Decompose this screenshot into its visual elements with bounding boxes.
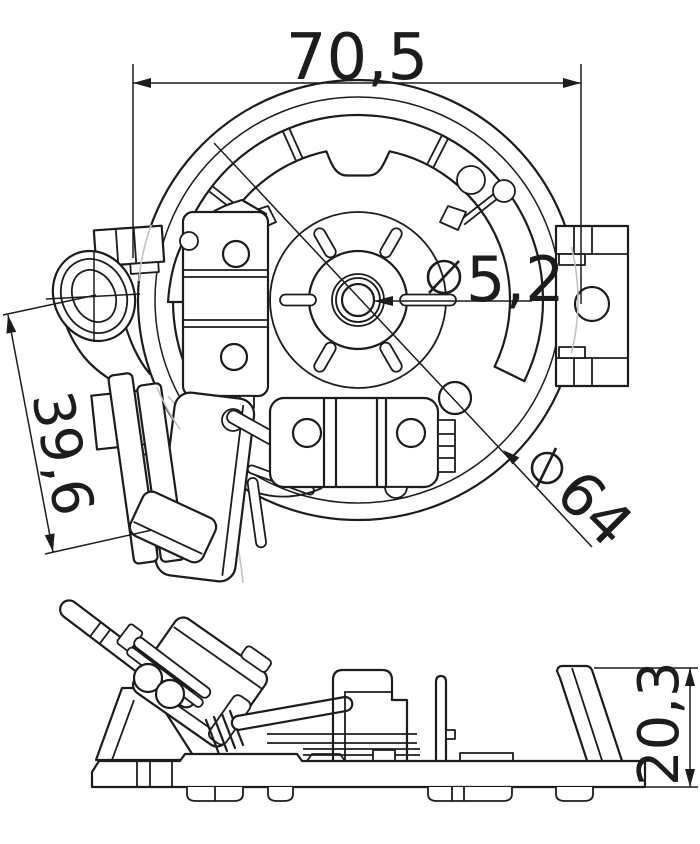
dimension-width-70-5: 70,5: [132, 21, 582, 304]
dim-text-shaft-hole: 5,2: [466, 243, 565, 316]
dimensions: 70,5 5,2 64 39,6: [2, 21, 698, 788]
slot-end-boss: [437, 380, 473, 416]
brush-box-bottom-hole-left: [291, 417, 323, 449]
lever-assembly: [45, 249, 256, 583]
diameter-symbol: [530, 451, 564, 485]
lever-pad: [128, 490, 218, 564]
ear-top-left: [92, 224, 166, 275]
side-base-plate: [90, 752, 647, 802]
side-pivot-1: [132, 662, 164, 694]
tab-hole-right: [573, 285, 611, 323]
side-spring-rod: [230, 695, 354, 731]
dim-text-height: 20,3: [627, 661, 692, 786]
brush-box-left-hole-top: [221, 239, 251, 269]
side-pivot-2: [154, 678, 186, 710]
shaft-hole: [340, 282, 376, 318]
brush-box-left-hole-bottom: [219, 342, 249, 372]
dimension-height-20-3: 20,3: [594, 661, 698, 788]
brush-box-bottom: [268, 380, 473, 499]
tab-right: [554, 224, 630, 388]
dim-text-inner-diameter: 64: [542, 457, 645, 560]
diameter-symbol: [426, 259, 462, 295]
pilot-hole-large: [456, 165, 486, 195]
hub: [279, 227, 457, 373]
side-view: [59, 599, 647, 802]
pilot-hole-small: [492, 179, 516, 203]
brush-box-bottom-hole-right: [395, 417, 427, 449]
front-view: [45, 78, 630, 584]
dim-text-width: 70,5: [286, 21, 429, 95]
dimension-shaft-hole-5-2: 5,2: [374, 243, 565, 316]
brush-box-left: [166, 198, 270, 409]
hood-pin: [179, 231, 199, 251]
side-brackets: [267, 668, 514, 765]
slot-ticks: [281, 127, 450, 169]
hidden-circle-arcs: [138, 224, 579, 430]
side-coil-spring: [204, 709, 245, 756]
